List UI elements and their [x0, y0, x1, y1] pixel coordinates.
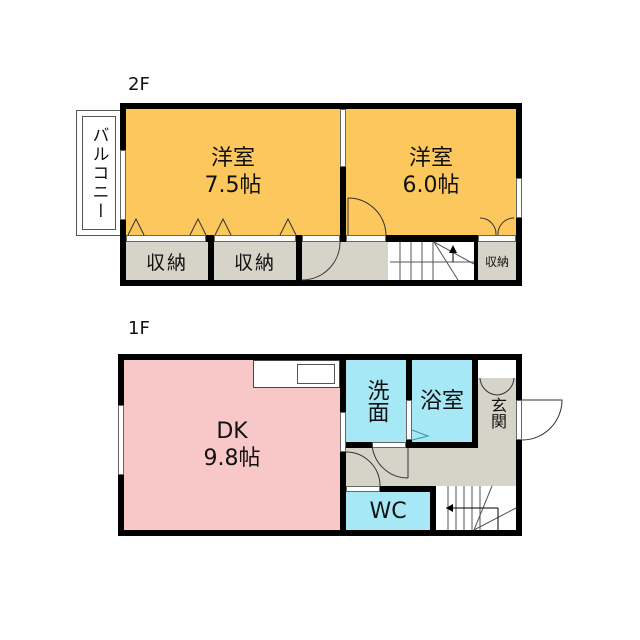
room-size: 6.0帖 [402, 173, 460, 198]
room-name: WC [369, 498, 407, 524]
window [120, 150, 126, 220]
room-name: 玄関 [488, 397, 507, 429]
room-entrance: 玄関 [478, 378, 516, 448]
room-name: 洋室 [408, 146, 453, 171]
room-size: 9.8帖 [203, 446, 261, 471]
entrance-top [478, 360, 516, 378]
room-name: 洋室 [210, 146, 255, 171]
storage-2: 収納 [214, 242, 296, 280]
window [340, 109, 346, 167]
hallway-2f [302, 242, 388, 280]
room-dk: DK 9.8帖 [124, 360, 340, 530]
room-name: 浴室 [419, 388, 464, 414]
storage-1: 収納 [126, 242, 208, 280]
kitchen-counter [253, 360, 340, 388]
door-opening [340, 412, 346, 452]
door-opening [302, 235, 340, 242]
storage-label: 収納 [484, 254, 509, 269]
front-door[interactable] [516, 400, 522, 440]
door-opening [346, 235, 386, 242]
window [118, 405, 124, 475]
closet-door [126, 235, 206, 242]
storage-label: 収納 [145, 251, 188, 274]
balcony-inner: バルコニー [82, 116, 116, 230]
balcony-label: バルコニー [88, 125, 109, 221]
room-washroom: 洗面 [346, 360, 406, 442]
room-name: 洗面 [363, 379, 389, 423]
door-opening [478, 235, 516, 242]
sink [297, 364, 335, 384]
floor-label-2f: 2F [128, 74, 150, 95]
room-wc: WC [346, 492, 430, 530]
room-western-7-5: 洋室 7.5帖 [126, 109, 340, 235]
staircase-2f [388, 242, 474, 280]
window [516, 178, 522, 218]
room-bathroom: 浴室 [412, 360, 472, 442]
closet-door [214, 235, 296, 242]
storage-label: 収納 [233, 251, 276, 274]
window [406, 400, 412, 440]
door-opening [346, 486, 380, 492]
room-western-6-0: 洋室 6.0帖 [346, 109, 516, 235]
storage-3: 収納 [478, 242, 516, 280]
floor-label-1f: 1F [128, 318, 150, 339]
room-size: 7.5帖 [204, 173, 262, 198]
room-name: DK [216, 419, 248, 444]
